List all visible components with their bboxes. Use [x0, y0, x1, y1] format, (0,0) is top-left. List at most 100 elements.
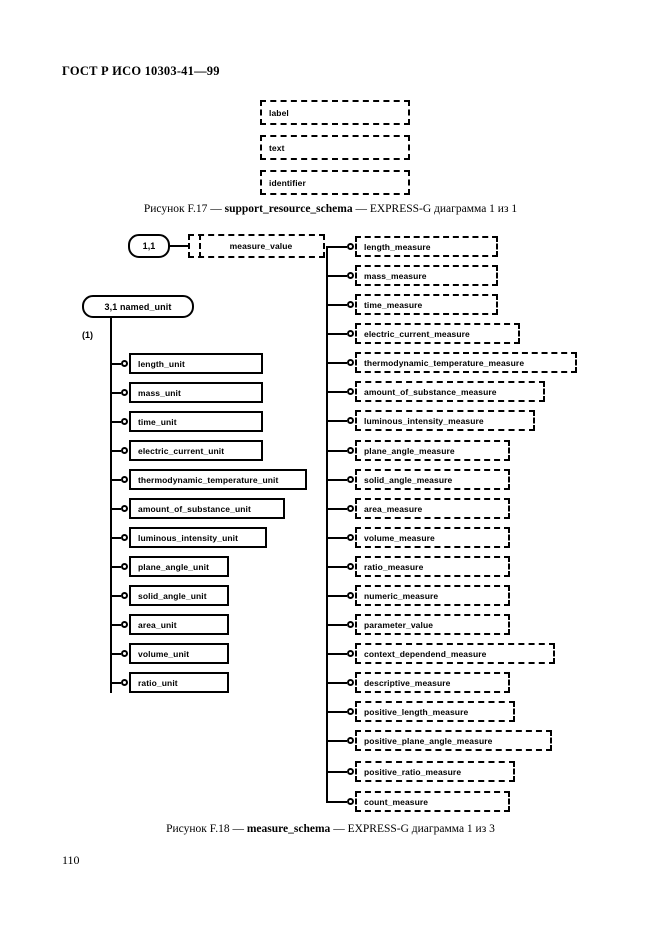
- page-number: 110: [62, 853, 80, 867]
- node-ratio-measure[interactable]: ratio_measure: [355, 556, 510, 577]
- connector-circle-time-unit: [121, 418, 128, 425]
- connector-circle-thermodynamic-temperature-unit: [121, 476, 128, 483]
- node-area-unit[interactable]: area_unit: [129, 614, 229, 635]
- caption-schema-name: support_resource_schema: [224, 203, 353, 215]
- connector-circle-plane-angle-unit: [121, 563, 128, 570]
- connector-amount-of-substance-unit: [110, 508, 121, 510]
- node-label[interactable]: label: [260, 100, 410, 125]
- node-numeric-measure[interactable]: numeric_measure: [355, 585, 510, 606]
- caption-suffix: — EXPRESS-G диаграмма 1 из 1: [352, 203, 518, 215]
- trunk-named-unit-vertical: [110, 318, 112, 693]
- node-measure-value-label: measure_value: [229, 241, 293, 251]
- connector-luminous-intensity-unit: [110, 537, 121, 539]
- figure-caption-f18: Рисунок F.18 — measure_schema — EXPRESS-…: [0, 823, 661, 835]
- connector-context-dependend-measure: [326, 653, 347, 655]
- caption-suffix: — EXPRESS-G диаграмма 1 из 3: [330, 823, 495, 835]
- node-ratio-unit[interactable]: ratio_unit: [129, 672, 229, 693]
- node-parameter-value[interactable]: parameter_value: [355, 614, 510, 635]
- caption-schema-name: measure_schema: [246, 823, 331, 835]
- connector-electric-current-measure: [326, 333, 347, 335]
- connector-circle-length-unit: [121, 360, 128, 367]
- connector-circle-parameter-value: [347, 621, 354, 628]
- connector-mass-measure: [326, 275, 347, 277]
- node-text[interactable]: text: [260, 135, 410, 160]
- connector-circle-electric-current-measure: [347, 330, 354, 337]
- connector-circle-numeric-measure: [347, 592, 354, 599]
- connector-circle-plane-angle-measure: [347, 447, 354, 454]
- node-context-dependend-measure[interactable]: context_dependend_measure: [355, 643, 555, 664]
- page-header: ГОСТ Р ИСО 10303-41—99: [62, 64, 220, 78]
- connector-positive-length-measure: [326, 711, 347, 713]
- node-mass-measure[interactable]: mass_measure: [355, 265, 498, 286]
- caption-prefix: Рисунок F.17 —: [143, 203, 225, 215]
- node-area-measure[interactable]: area_measure: [355, 498, 510, 519]
- node-plane-angle-unit[interactable]: plane_angle_unit: [129, 556, 229, 577]
- connector-circle-amount-of-substance-measure: [347, 388, 354, 395]
- connector-circle-luminous-intensity-measure: [347, 417, 354, 424]
- connector-ratio-measure: [326, 566, 347, 568]
- connector-volume-measure: [326, 537, 347, 539]
- connector-circle-positive-length-measure: [347, 708, 354, 715]
- connector-circle-thermodynamic-temperature-measure: [347, 359, 354, 366]
- connector-circle-positive-ratio-measure: [347, 768, 354, 775]
- node-count-measure[interactable]: count_measure: [355, 791, 510, 812]
- connector-thermodynamic-temperature-unit: [110, 479, 121, 481]
- node-thermodynamic-temperature-unit[interactable]: thermodynamic_temperature_unit: [129, 469, 307, 490]
- connector-root-to-measure-value: [170, 245, 188, 247]
- node-thermodynamic-temperature-measure[interactable]: thermodynamic_temperature_measure: [355, 352, 577, 373]
- connector-mass-unit: [110, 392, 121, 394]
- node-solid-angle-measure[interactable]: solid_angle_measure: [355, 469, 510, 490]
- node-named-unit[interactable]: 3,1 named_unit: [82, 295, 194, 318]
- connector-length-measure: [326, 246, 347, 248]
- node-plane-angle-measure[interactable]: plane_angle_measure: [355, 440, 510, 461]
- connector-ratio-unit: [110, 682, 121, 684]
- connector-circle-electric-current-unit: [121, 447, 128, 454]
- connector-circle-length-measure: [347, 243, 354, 250]
- node-length-measure[interactable]: length_measure: [355, 236, 498, 257]
- connector-solid-angle-measure: [326, 479, 347, 481]
- connector-circle-solid-angle-measure: [347, 476, 354, 483]
- node-identifier[interactable]: identifier: [260, 170, 410, 195]
- connector-circle-ratio-unit: [121, 679, 128, 686]
- connector-amount-of-substance-measure: [326, 391, 347, 393]
- node-electric-current-unit[interactable]: electric_current_unit: [129, 440, 263, 461]
- connector-numeric-measure: [326, 595, 347, 597]
- node-volume-unit[interactable]: volume_unit: [129, 643, 229, 664]
- connector-circle-count-measure: [347, 798, 354, 805]
- connector-circle-ratio-measure: [347, 563, 354, 570]
- node-volume-measure[interactable]: volume_measure: [355, 527, 510, 548]
- subtype-tag-one: (1): [82, 330, 93, 340]
- connector-circle-volume-unit: [121, 650, 128, 657]
- connector-circle-amount-of-substance-unit: [121, 505, 128, 512]
- node-amount-of-substance-measure[interactable]: amount_of_substance_measure: [355, 381, 545, 402]
- connector-thermodynamic-temperature-measure: [326, 362, 347, 364]
- connector-circle-context-dependend-measure: [347, 650, 354, 657]
- connector-circle-solid-angle-unit: [121, 592, 128, 599]
- connector-area-measure: [326, 508, 347, 510]
- node-descriptive-measure[interactable]: descriptive_measure: [355, 672, 510, 693]
- node-time-measure[interactable]: time_measure: [355, 294, 498, 315]
- connector-circle-volume-measure: [347, 534, 354, 541]
- node-positive-plane-angle-measure[interactable]: positive_plane_angle_measure: [355, 730, 552, 751]
- connector-positive-ratio-measure: [326, 771, 347, 773]
- connector-time-unit: [110, 421, 121, 423]
- connector-plane-angle-unit: [110, 566, 121, 568]
- node-positive-length-measure[interactable]: positive_length_measure: [355, 701, 515, 722]
- node-root-cardinality[interactable]: 1,1: [128, 234, 170, 258]
- node-solid-angle-unit[interactable]: solid_angle_unit: [129, 585, 229, 606]
- node-positive-ratio-measure[interactable]: positive_ratio_measure: [355, 761, 515, 782]
- node-luminous-intensity-unit[interactable]: luminous_intensity_unit: [129, 527, 267, 548]
- connector-circle-positive-plane-angle-measure: [347, 737, 354, 744]
- node-measure-value[interactable]: measure_value: [188, 234, 325, 258]
- node-time-unit[interactable]: time_unit: [129, 411, 263, 432]
- connector-circle-mass-measure: [347, 272, 354, 279]
- node-electric-current-measure[interactable]: electric_current_measure: [355, 323, 520, 344]
- connector-volume-unit: [110, 653, 121, 655]
- connector-area-unit: [110, 624, 121, 626]
- node-luminous-intensity-measure[interactable]: luminous_intensity_measure: [355, 410, 535, 431]
- node-length-unit[interactable]: length_unit: [129, 353, 263, 374]
- node-amount-of-substance-unit[interactable]: amount_of_substance_unit: [129, 498, 285, 519]
- node-mass-unit[interactable]: mass_unit: [129, 382, 263, 403]
